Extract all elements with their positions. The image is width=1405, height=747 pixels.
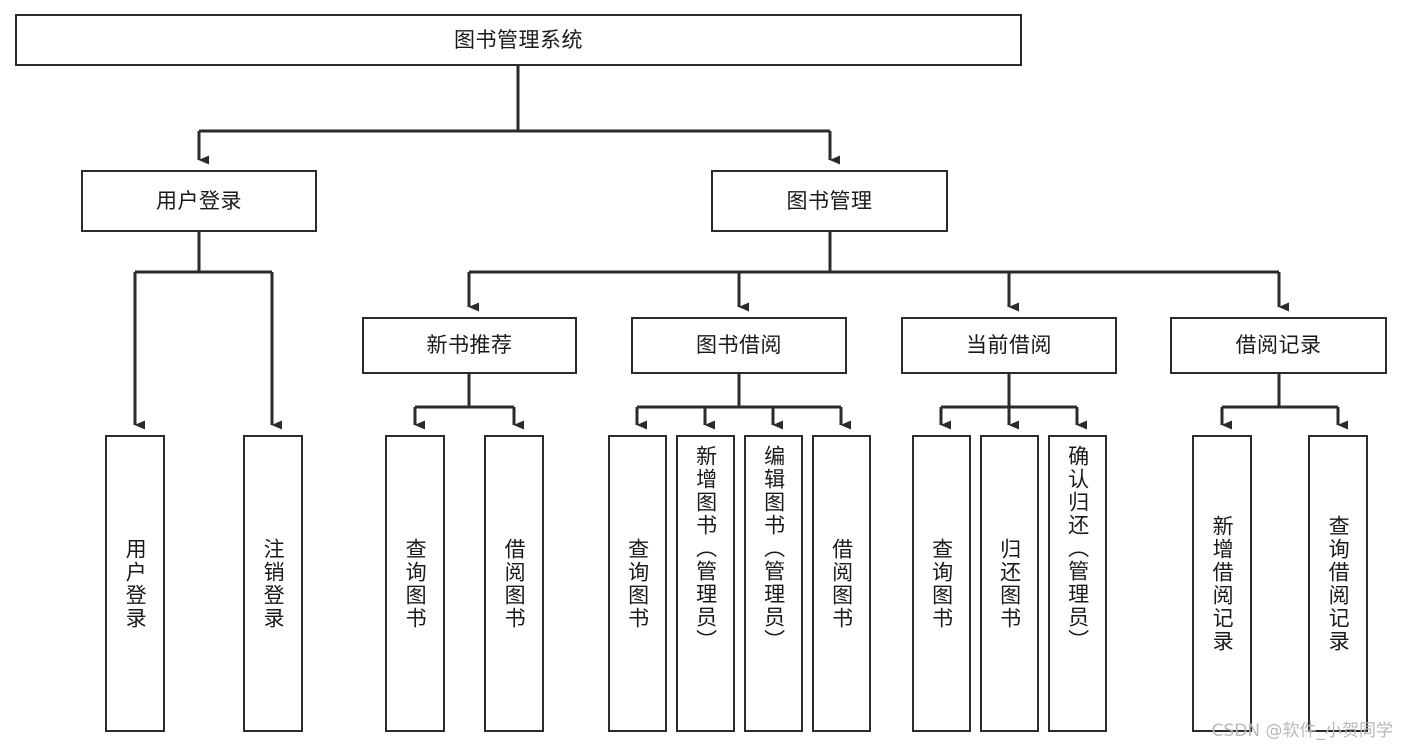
leaf-borrow-record-add-label: 新增借阅记录 (1210, 514, 1235, 653)
leaf-new-book-query-label: 查询图书 (403, 537, 428, 630)
node-root-system-label: 图书管理系统 (454, 27, 583, 52)
leaf-book-borrow-borrow-label: 借阅图书 (829, 537, 854, 630)
leaf-current-borrow-return-label: 归还图书 (997, 537, 1022, 630)
leaf-current-borrow-confirm[interactable]: 确认归还（管理员） (1048, 435, 1107, 732)
leaf-user-login-login-label: 用户登录 (123, 537, 148, 630)
leaf-borrow-record-add[interactable]: 新增借阅记录 (1192, 435, 1252, 732)
leaf-book-borrow-query-label: 查询图书 (625, 537, 650, 630)
leaf-borrow-record-query-label: 查询借阅记录 (1326, 514, 1351, 653)
leaf-user-login-login[interactable]: 用户登录 (105, 435, 165, 732)
leaf-book-borrow-add-label: 新增图书（管理员） (693, 445, 718, 652)
node-new-book-recommend-label: 新书推荐 (426, 333, 513, 358)
node-book-manage-label: 图书管理 (786, 188, 873, 213)
node-current-borrow-label: 当前借阅 (966, 333, 1052, 358)
leaf-book-borrow-edit-label: 编辑图书（管理员） (761, 445, 786, 652)
leaf-borrow-record-query[interactable]: 查询借阅记录 (1308, 435, 1368, 732)
leaf-current-borrow-confirm-label: 确认归还（管理员） (1065, 445, 1090, 652)
leaf-current-borrow-return[interactable]: 归还图书 (980, 435, 1039, 732)
node-book-borrow[interactable]: 图书借阅 (631, 317, 847, 374)
node-root-system[interactable]: 图书管理系统 (15, 14, 1022, 66)
leaf-book-borrow-query[interactable]: 查询图书 (608, 435, 667, 732)
node-book-borrow-label: 图书借阅 (696, 333, 782, 358)
leaf-book-borrow-add[interactable]: 新增图书（管理员） (676, 435, 735, 732)
leaf-new-book-query[interactable]: 查询图书 (385, 435, 445, 732)
node-user-login[interactable]: 用户登录 (81, 170, 317, 232)
node-current-borrow[interactable]: 当前借阅 (901, 317, 1117, 374)
node-borrow-record-label: 借阅记录 (1235, 333, 1322, 358)
leaf-user-login-logout[interactable]: 注销登录 (243, 435, 303, 732)
node-book-manage[interactable]: 图书管理 (711, 170, 948, 232)
leaf-new-book-borrow-label: 借阅图书 (502, 537, 527, 630)
node-borrow-record[interactable]: 借阅记录 (1170, 317, 1387, 374)
leaf-new-book-borrow[interactable]: 借阅图书 (484, 435, 544, 732)
leaf-current-borrow-query[interactable]: 查询图书 (912, 435, 971, 732)
node-new-book-recommend[interactable]: 新书推荐 (362, 317, 577, 374)
leaf-book-borrow-edit[interactable]: 编辑图书（管理员） (744, 435, 803, 732)
leaf-book-borrow-borrow[interactable]: 借阅图书 (812, 435, 871, 732)
node-user-login-label: 用户登录 (156, 188, 242, 213)
leaf-current-borrow-query-label: 查询图书 (929, 537, 954, 630)
leaf-user-login-logout-label: 注销登录 (261, 537, 286, 630)
